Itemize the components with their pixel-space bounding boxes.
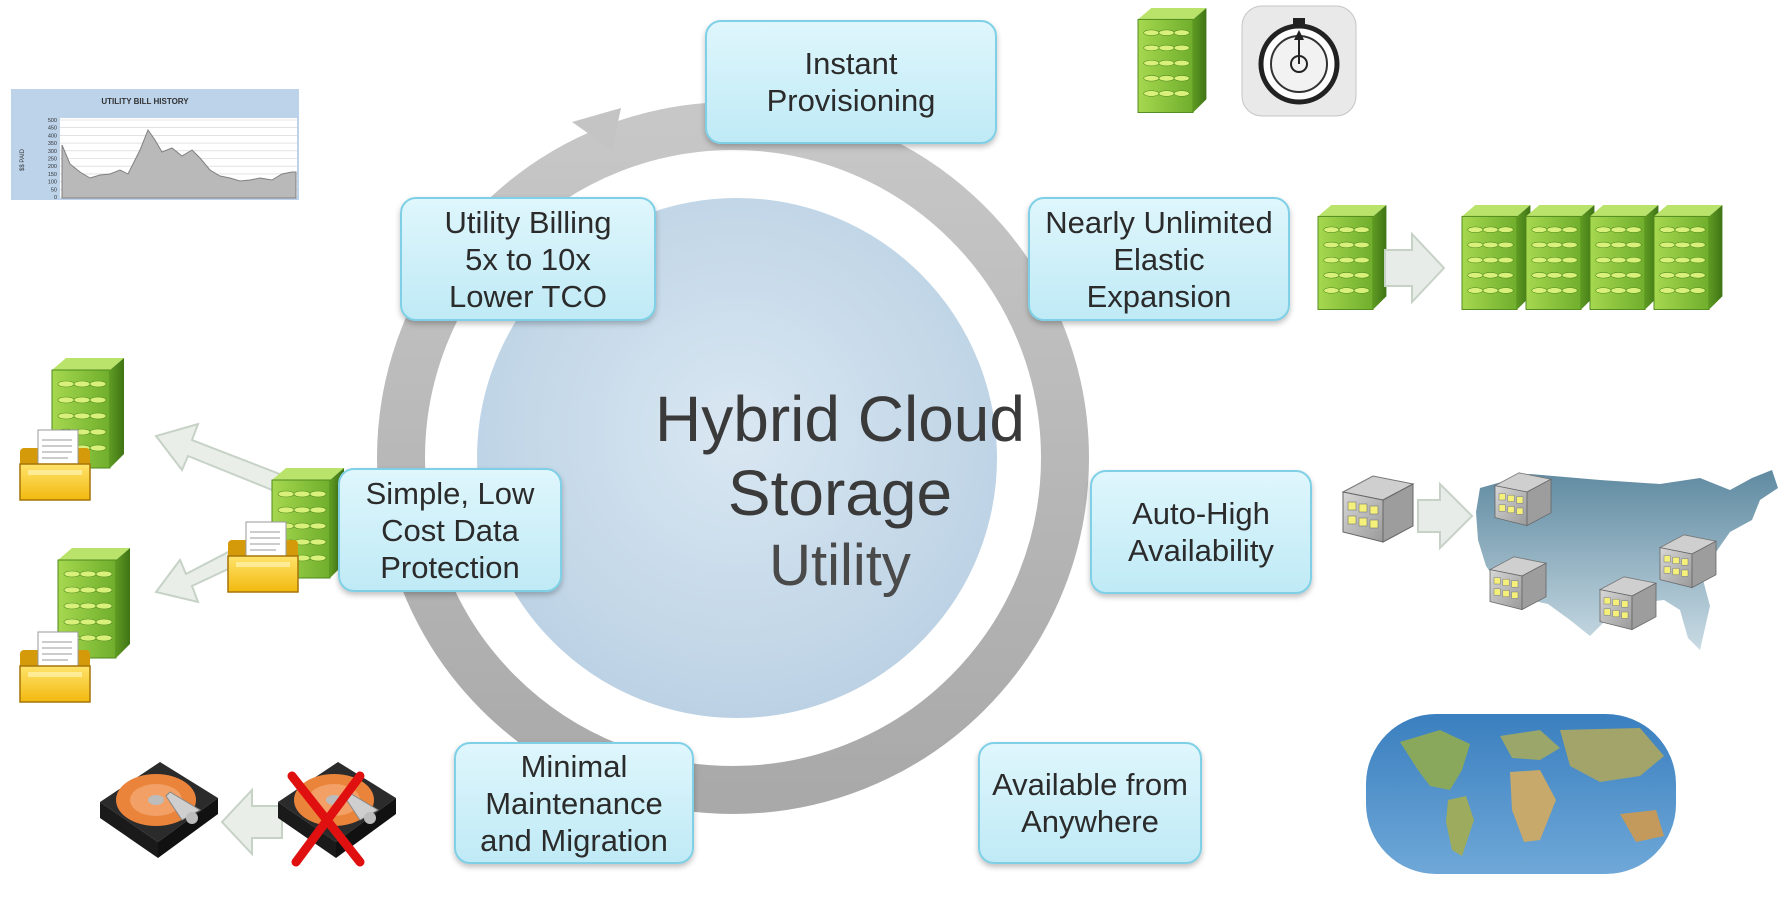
chart-y-tick-label: 450 <box>48 126 57 132</box>
box-instant-provisioning: Instant Provisioning <box>705 20 997 144</box>
center-title-line2: Storage <box>727 457 953 529</box>
center-title-line3: Utility <box>769 533 911 598</box>
box-maintenance-migration: Minimal Maintenance and Migration <box>454 742 694 864</box>
server-icon-cluster-2 <box>1525 204 1595 310</box>
server-icon-single <box>1317 204 1387 310</box>
chart-y-tick-label: 50 <box>51 187 57 193</box>
us-map <box>1476 470 1778 650</box>
arrow-availability <box>1417 481 1474 551</box>
building-icon-source <box>1342 475 1414 543</box>
chart-y-tick-label: 100 <box>48 180 57 186</box>
building-icon-us-2 <box>1489 556 1547 610</box>
box-utility-billing: Utility Billing 5x to 10x Lower TCO <box>400 197 656 321</box>
chart-y-tick-label: 400 <box>48 133 57 139</box>
center-title-line1: Hybrid Cloud <box>655 383 1025 455</box>
building-icon-us-4 <box>1599 576 1657 630</box>
box-available-anywhere: Available from Anywhere <box>978 742 1202 864</box>
arrow-migration <box>220 787 283 857</box>
central-circle <box>473 194 1001 722</box>
chart-y-tick-label: 250 <box>48 157 57 163</box>
arrow-protection-up <box>154 422 292 496</box>
chart-y-tick-label: 0 <box>54 195 57 201</box>
building-icon-us-3 <box>1659 534 1717 588</box>
cycle-arrowhead <box>572 108 621 150</box>
chart-y-tick-label: 300 <box>48 149 57 155</box>
stopwatch-icon <box>1241 5 1357 117</box>
hard-drive-icon-new <box>99 761 219 859</box>
server-icon-cluster-4 <box>1653 204 1723 310</box>
center-title: Hybrid Cloud Storage Utility <box>560 382 1120 602</box>
server-icon-cluster-1 <box>1461 204 1531 310</box>
box-high-availability: Auto-High Availability <box>1090 470 1312 594</box>
building-icon-us-1 <box>1494 472 1552 526</box>
chart-y-tick-label: 200 <box>48 164 57 170</box>
chart-y-tick-label: 500 <box>48 118 57 124</box>
chart-y-tick-label: 150 <box>48 172 57 178</box>
utility-bill-chart: UTILITY BILL HISTORY $$ PAID 50045040035… <box>11 89 299 201</box>
chart-y-tick-label: 350 <box>48 141 57 147</box>
world-map <box>1366 714 1676 874</box>
chart-title: UTILITY BILL HISTORY <box>101 97 189 106</box>
arrow-expansion <box>1384 231 1446 305</box>
box-elastic-expansion: Nearly Unlimited Elastic Expansion <box>1028 197 1290 321</box>
server-icon-cluster-3 <box>1589 204 1659 310</box>
chart-area-series <box>61 128 297 199</box>
server-icon-provisioning <box>1137 7 1207 113</box>
box-data-protection: Simple, Low Cost Data Protection <box>338 468 562 592</box>
red-x-icon <box>287 771 365 867</box>
chart-ylabel: $$ PAID <box>20 148 26 171</box>
